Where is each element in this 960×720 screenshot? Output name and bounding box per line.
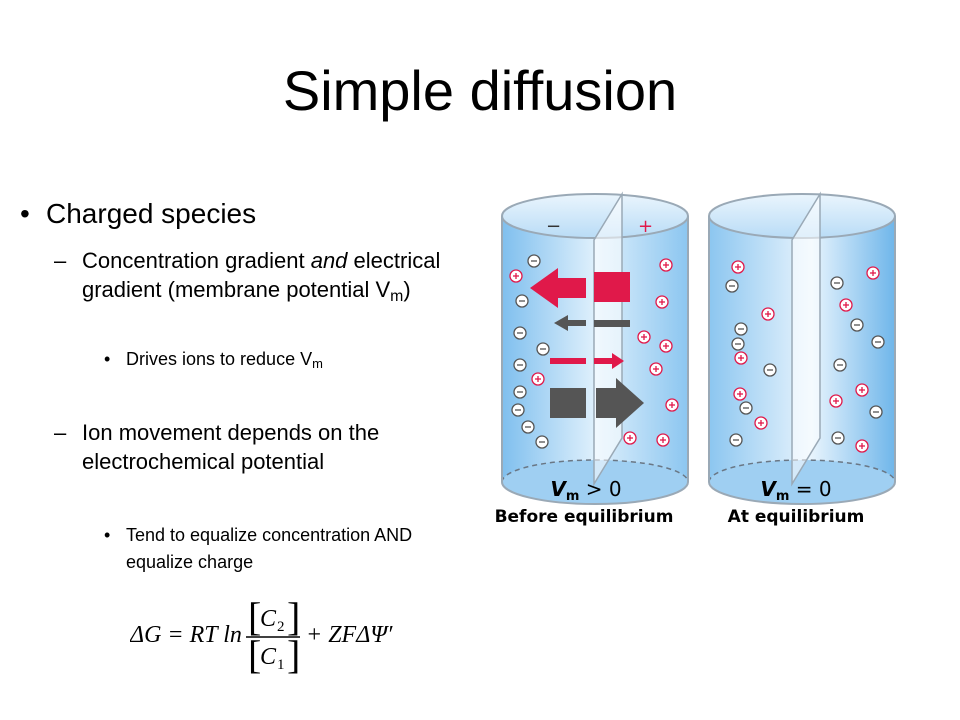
anion-ion bbox=[739, 401, 753, 415]
bullet-text: Charged species bbox=[46, 198, 257, 229]
ions-right-chamber bbox=[623, 258, 679, 447]
water-bottom bbox=[709, 460, 895, 504]
cylinder-bottom-hidden bbox=[708, 459, 896, 483]
formula-num-sub: 2 bbox=[277, 619, 285, 635]
dash-marker: – bbox=[54, 420, 67, 445]
bullet-dot: • bbox=[20, 198, 30, 229]
formula-num-c: C bbox=[260, 606, 277, 632]
cylinder-at-equilibrium bbox=[708, 191, 896, 505]
cation-bar-small bbox=[550, 358, 586, 364]
cation-arrow-large bbox=[530, 268, 586, 308]
cylinder-bottom-hidden bbox=[501, 459, 689, 483]
cation-arrow-small bbox=[594, 353, 624, 369]
anion-ion bbox=[511, 403, 525, 417]
cation-ion bbox=[731, 260, 745, 274]
plus-side-sign: + bbox=[638, 216, 653, 237]
free-energy-formula: ΔG = RT ln [ C 2 ] [ C 1 ] + ZFΔΨ′ bbox=[130, 596, 393, 676]
cation-ion bbox=[656, 433, 670, 447]
anion-ion bbox=[513, 385, 527, 399]
bracket: ] bbox=[287, 632, 300, 676]
cation-ion bbox=[659, 339, 673, 353]
anion-ion bbox=[513, 358, 527, 372]
cation-bar-large bbox=[594, 272, 630, 302]
subbullet-text: Concentration gradient and electrical gr… bbox=[82, 248, 441, 305]
caption-at-equilibrium: At equilibrium bbox=[728, 507, 865, 527]
cation-ion bbox=[761, 307, 775, 321]
anion-ion bbox=[871, 335, 885, 349]
membrane bbox=[593, 191, 623, 487]
formula-den-sub: 1 bbox=[277, 657, 285, 673]
cation-ion bbox=[655, 295, 669, 309]
bracket: ] bbox=[287, 596, 300, 639]
cation-ion bbox=[733, 387, 747, 401]
anion-ion bbox=[850, 318, 864, 332]
anion-ion bbox=[513, 326, 527, 340]
formula-rhs: + ZFΔΨ′ bbox=[306, 622, 393, 648]
cation-ion bbox=[829, 394, 843, 408]
subsub-text: Tend to equalize concentration AND equal… bbox=[126, 525, 413, 572]
ions-equilibrium-right bbox=[829, 266, 885, 453]
anion-ion bbox=[527, 254, 541, 268]
cation-ion bbox=[839, 298, 853, 312]
anion-ion bbox=[729, 433, 743, 447]
cylinder-bottom-rim bbox=[501, 481, 689, 505]
bullet-dot: • bbox=[104, 349, 111, 369]
anion-ion bbox=[869, 405, 883, 419]
caption-before-equilibrium: Before equilibrium bbox=[495, 507, 674, 527]
anion-ion bbox=[734, 322, 748, 336]
bracket: [ bbox=[248, 632, 261, 676]
anion-arrow-small bbox=[554, 315, 586, 331]
bracket: [ bbox=[248, 596, 261, 639]
minus-side-sign: − bbox=[546, 216, 561, 237]
cation-ion bbox=[637, 330, 651, 344]
ions-equilibrium-left bbox=[725, 260, 777, 447]
anion-ion bbox=[731, 337, 745, 351]
anion-ion bbox=[830, 276, 844, 290]
cylinder-top bbox=[501, 193, 689, 239]
bullet-dot: • bbox=[104, 525, 111, 545]
anion-ion bbox=[763, 363, 777, 377]
formula-den-c: C bbox=[260, 644, 277, 670]
vm-label-before: Vm > 0 bbox=[550, 477, 621, 504]
anion-arrow-large bbox=[596, 378, 644, 428]
cation-ion bbox=[754, 416, 768, 430]
cation-ion bbox=[855, 383, 869, 397]
diffusion-illustration: − + bbox=[495, 191, 896, 527]
cation-ion bbox=[659, 258, 673, 272]
cylinder-before-equilibrium: − + bbox=[501, 191, 689, 505]
cation-ion bbox=[649, 362, 663, 376]
cation-ion bbox=[623, 431, 637, 445]
cation-ion bbox=[509, 269, 523, 283]
formula-lhs: ΔG = RT ln bbox=[130, 622, 242, 648]
anion-bar-small bbox=[594, 320, 630, 327]
dash-marker: – bbox=[54, 248, 67, 273]
anion-ion bbox=[831, 431, 845, 445]
cation-ion bbox=[866, 266, 880, 280]
anion-ion bbox=[535, 435, 549, 449]
anion-ion bbox=[725, 279, 739, 293]
ions-left-chamber bbox=[509, 254, 550, 449]
subbullet-text: Ion movement depends on the electrochemi… bbox=[82, 420, 380, 474]
anion-ion bbox=[515, 294, 529, 308]
slide-title: Simple diffusion bbox=[282, 59, 678, 122]
anion-ion bbox=[536, 342, 550, 356]
cylinder-bottom-rim bbox=[708, 481, 896, 505]
anion-ion bbox=[833, 358, 847, 372]
anion-bar-large bbox=[550, 388, 586, 418]
cation-ion bbox=[665, 398, 679, 412]
vm-label-after: Vm = 0 bbox=[760, 477, 831, 504]
subsub-text: Drives ions to reduce Vm bbox=[126, 349, 323, 372]
cation-ion bbox=[531, 372, 545, 386]
cation-ion bbox=[855, 439, 869, 453]
anion-ion bbox=[521, 420, 535, 434]
cation-ion bbox=[734, 351, 748, 365]
membrane bbox=[791, 191, 821, 487]
